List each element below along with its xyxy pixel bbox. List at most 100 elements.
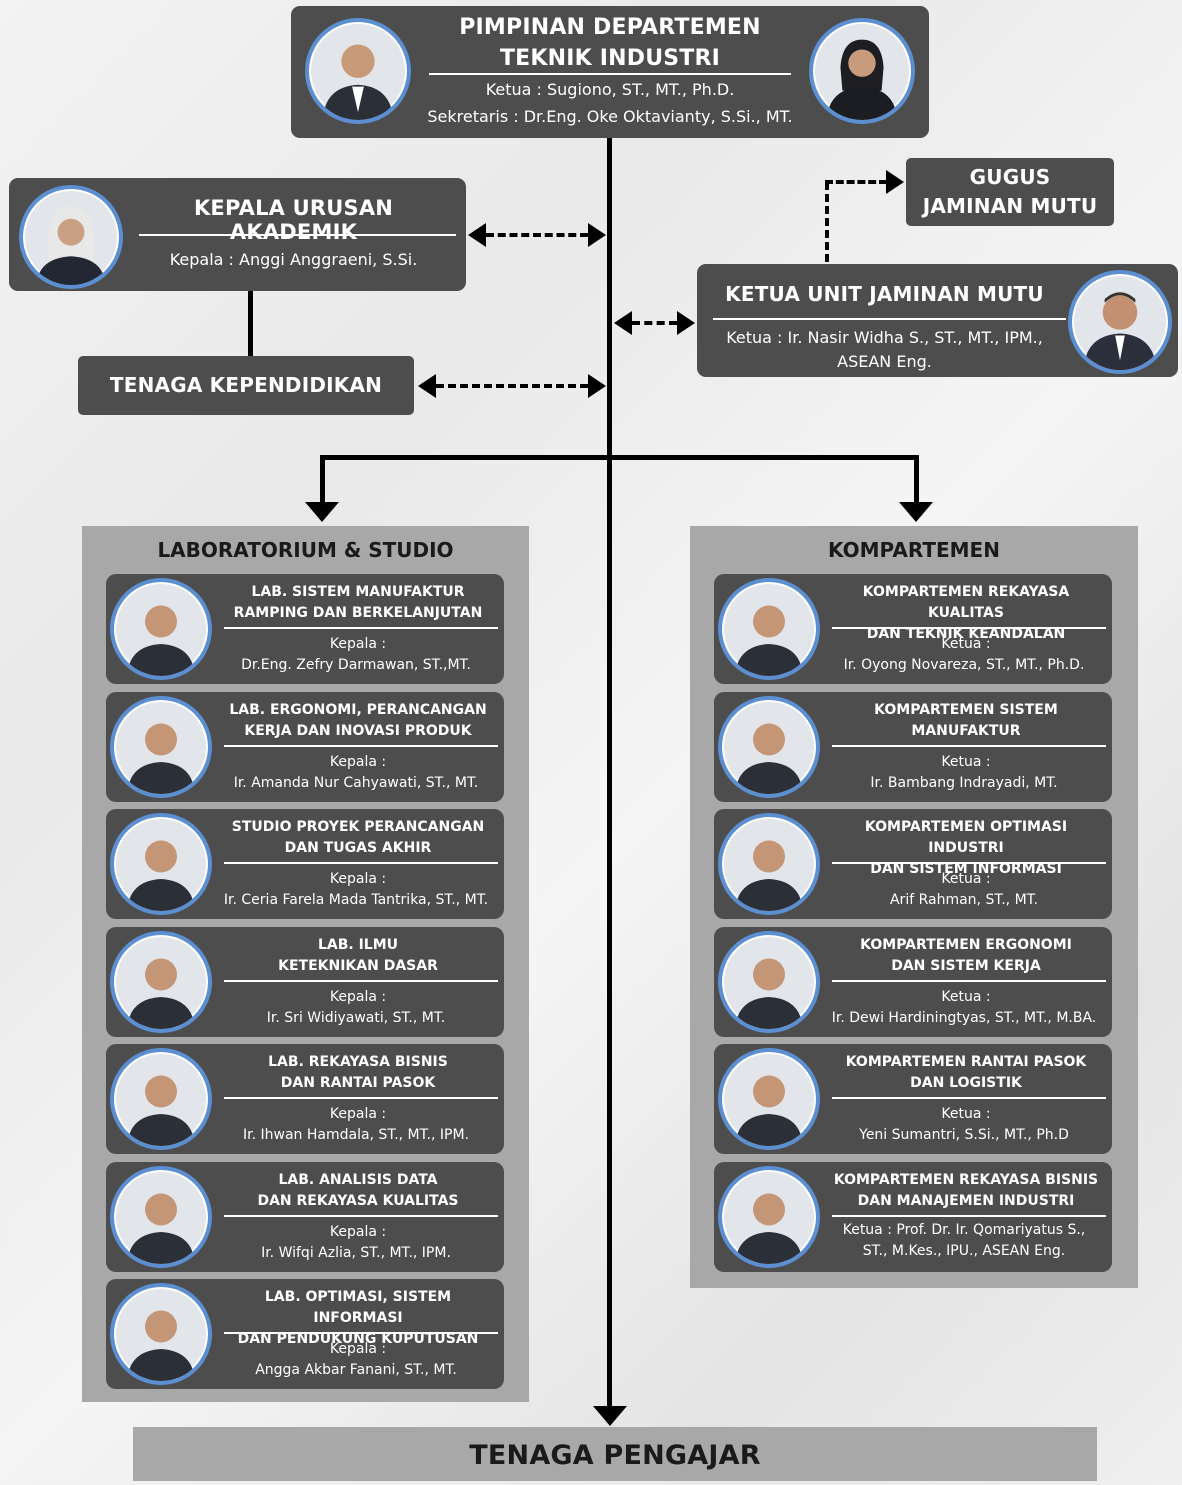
unit-name: KOMPARTEMEN REKAYASA BISNIS DAN MANAJEME… [833,1171,1099,1209]
main-arrow-down [593,1406,627,1426]
person-icon [36,206,106,285]
head-sekretaris: Sekretaris : Dr.Eng. Oke Oktavianty, S.S… [427,107,793,126]
akademik-box: KEPALA URUSAN AKADEMIK Kepala : Anggi An… [9,178,466,291]
member-name: Angga Akbar Fanani, ST., MT. [255,1362,457,1378]
branch-horizontal-line [320,455,919,460]
pengajar-box: TENAGA PENGAJAR [133,1427,1097,1481]
member-name: Ir. Wifqi Azlia, ST., MT., IPM. [261,1244,451,1261]
person-icon [1083,292,1157,370]
head-ketua: Ketua : Sugiono, ST., MT., Ph.D. [485,80,735,99]
unit-name: KOMPARTEMEN SISTEM MANUFAKTUR [874,701,1058,739]
member-name: Ir. Ihwan Hamdala, ST., MT., IPM. [243,1127,469,1143]
akademik-dash [486,233,588,237]
head-box: PIMPINAN DEPARTEMEN TEKNIK INDUSTRI Ketu… [291,6,929,138]
person-icon [826,39,898,120]
branch-left-drop [320,455,325,503]
lab-card: LAB. ILMU KETEKNIKAN DASAR Kepala : Ir. Sr… [106,926,504,1037]
role-label: Kepala : [329,1341,387,1357]
person-icon [127,723,195,794]
member-name: Dr.Eng. Zefry Darmawan, ST.,MT. [241,657,471,673]
akademik-arrow-right [588,223,606,247]
role-label: Kepala : [329,988,387,1005]
lab-card: LAB. ANALISIS DATA DAN REKAYASA KUALITAS… [106,1161,504,1272]
ujm-person: Ketua : Ir. Nasir Widha S., ST., MT., IP… [726,328,1043,371]
lab-card: LAB. REKAYASA BISNIS DAN RANTAI PASOK Kep… [106,1044,504,1154]
person-icon [127,1193,195,1264]
branch-right-drop [914,455,919,503]
card-rule [224,744,498,747]
komp-title: KOMPARTEMEN [828,538,1000,562]
kompartemen-card: KOMPARTEMEN SISTEM MANUFAKTUR Ketua : Ir. … [714,691,1112,802]
kompartemen-card: KOMPARTEMEN RANTAI PASOK DAN LOGISTIK Ket… [714,1044,1112,1154]
member-avatar [718,695,820,798]
member-name: Ir. Sri Widiyawati, ST., MT. [266,1009,446,1026]
role-label: Ketua : [941,753,991,770]
card-rule [832,862,1106,864]
member-name: Ir. Dewi Hardiningtyas, ST., MT., M.BA. [831,1009,1097,1026]
komp-panel: KOMPARTEMEN KOMPARTEMEN REKAYASA KUALITA… [690,526,1138,1288]
head-sekretaris-avatar [809,18,915,124]
branch-left-arrow [305,502,339,522]
kompartemen-card: KOMPARTEMEN REKAYASA KUALITAS DAN TEKNIK… [714,574,1112,684]
card-rule [832,1097,1106,1099]
member-name: Ir. Ceria Farela Mada Tantrika, ST., MT. [223,892,489,908]
card-rule [832,627,1106,629]
person-icon [127,840,195,911]
labs-title: LABORATORIUM & STUDIO [157,538,454,562]
ujm-box: KETUA UNIT JAMINAN MUTU Ketua : Ir. Nasi… [697,264,1178,377]
member-avatar [110,695,212,798]
akademik-title: KEPALA URUSAN AKADEMIK [193,196,394,244]
member-avatar [718,1048,820,1150]
role-label: Ketua : [941,871,991,887]
unit-name: KOMPARTEMEN REKAYASA KUALITAS DAN TEKNIK… [862,584,1070,642]
person-icon [127,605,195,676]
person-icon [127,958,195,1029]
member-avatar [110,1048,212,1150]
labs-panel: LABORATORIUM & STUDIO LAB. SISTEM MANUFA… [82,526,529,1402]
member-avatar [718,930,820,1033]
member-avatar [110,813,212,915]
gugus-box: GUGUS JAMINAN MUTU [906,158,1114,226]
unit-name: LAB. ERGONOMI, PERANCANGAN KERJA DAN INO… [229,701,487,739]
tendik-box: TENAGA KEPENDIDIKAN [78,356,414,415]
role-label: Ketua : [941,988,991,1005]
tendik-dash [436,384,588,388]
role-label: Ketua : [941,1106,991,1122]
ujm-avatar [1068,270,1172,374]
unit-name: LAB. REKAYASA BISNIS DAN RANTAI PASOK [268,1054,448,1091]
unit-name: LAB. ILMU KETEKNIKAN DASAR [278,936,438,974]
unit-name: KOMPARTEMEN RANTAI PASOK DAN LOGISTIK [845,1054,1087,1091]
akademik-avatar [19,185,123,289]
person-icon [735,1075,803,1146]
card-rule [832,1214,1106,1217]
member-avatar [718,1165,820,1268]
card-rule [224,1332,498,1334]
card-rule [224,1097,498,1099]
role-label: Kepala : [329,1106,387,1122]
head-rule [429,73,791,75]
card-rule [224,627,498,629]
card-rule [224,862,498,864]
member-name: Ir. Oyong Novareza, ST., MT., Ph.D. [843,657,1085,673]
main-vertical-line [607,138,612,1408]
member-avatar [110,930,212,1033]
akademik-rule [139,234,456,236]
kompartemen-card: KOMPARTEMEN ERGONOMI DAN SISTEM KERJA Ket… [714,926,1112,1037]
person-icon [127,1075,195,1146]
member-avatar [110,1283,212,1385]
card-rule [832,744,1106,747]
ujm-dash [632,321,677,325]
person-icon [735,958,803,1029]
member-name: Ir. Bambang Indrayadi, MT. [870,774,1058,791]
unit-name: STUDIO PROYEK PERANCANGAN DAN TUGAS AKHI… [231,819,485,856]
unit-name: LAB. ANALISIS DATA DAN REKAYASA KUALITAS [257,1171,459,1209]
unit-name: KOMPARTEMEN ERGONOMI DAN SISTEM KERJA [860,936,1072,974]
lab-card: LAB. OPTIMASI, SISTEM INFORMASI DAN PEND… [106,1279,504,1389]
unit-name: LAB. OPTIMASI, SISTEM INFORMASI DAN PEND… [237,1289,479,1347]
tendik-arrow-right [588,374,606,398]
member-avatar [718,813,820,915]
ujm-rule [713,318,1066,320]
lab-card: STUDIO PROYEK PERANCANGAN DAN TUGAS AKHI… [106,809,504,919]
card-rule [224,1214,498,1217]
akademik-person: Kepala : Anggi Anggraeni, S.Si. [169,250,418,269]
